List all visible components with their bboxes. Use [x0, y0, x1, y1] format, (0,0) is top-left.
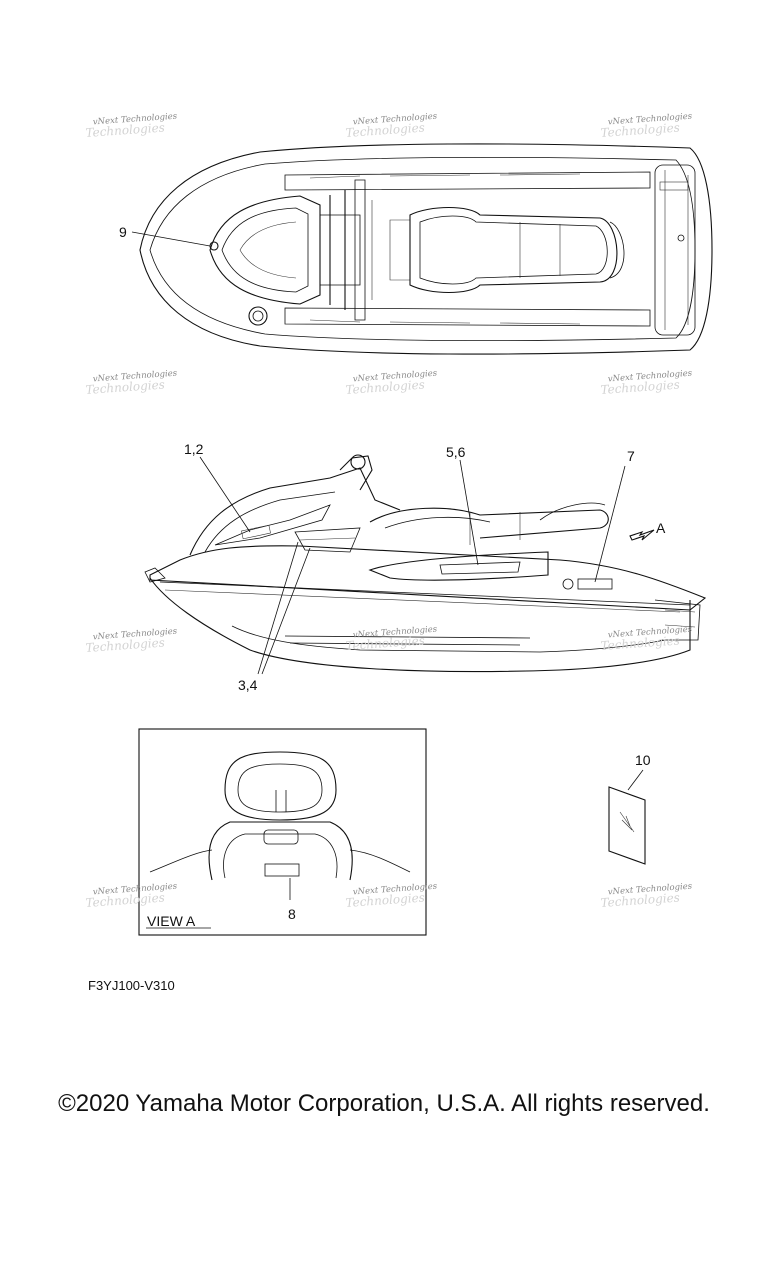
- callout-5-6: 5,6: [446, 444, 466, 460]
- watermark-ghost: Technologies: [345, 633, 425, 653]
- watermark-ghost: Technologies: [85, 377, 165, 397]
- drawing-code: F3YJ100-V310: [88, 978, 175, 993]
- callout-7: 7: [627, 448, 635, 464]
- view-a-label: VIEW A: [147, 913, 196, 929]
- watermark-ghost: Technologies: [600, 377, 680, 397]
- watermark-ghost: Technologies: [600, 633, 680, 653]
- callout-A: A: [656, 520, 666, 536]
- copyright-notice: ©2020 Yamaha Motor Corporation, U.S.A. A…: [58, 1090, 710, 1117]
- watermark-ghost: Technologies: [85, 635, 165, 655]
- callout-3-4: 3,4: [238, 677, 258, 693]
- watermark-ghost: Technologies: [345, 890, 425, 910]
- callout-9: 9: [119, 224, 127, 240]
- view-a-inset: [138, 728, 427, 936]
- watermark-ghost: Technologies: [85, 890, 165, 910]
- watermarks: Technologies vNext Technologies Technolo…: [85, 112, 693, 910]
- watermark-ghost: Technologies: [345, 377, 425, 397]
- part-10-decal-sheet: [608, 769, 646, 865]
- watermark-ghost: Technologies: [85, 120, 165, 140]
- callout-10: 10: [635, 752, 651, 768]
- callout-1-2: 1,2: [184, 441, 204, 457]
- watermark-ghost: Technologies: [345, 120, 425, 140]
- watermark-ghost: Technologies: [600, 120, 680, 140]
- callout-8: 8: [288, 906, 296, 922]
- side-view-watercraft: [144, 454, 707, 675]
- top-view-watercraft: [131, 143, 713, 355]
- watermark-ghost: Technologies: [600, 890, 680, 910]
